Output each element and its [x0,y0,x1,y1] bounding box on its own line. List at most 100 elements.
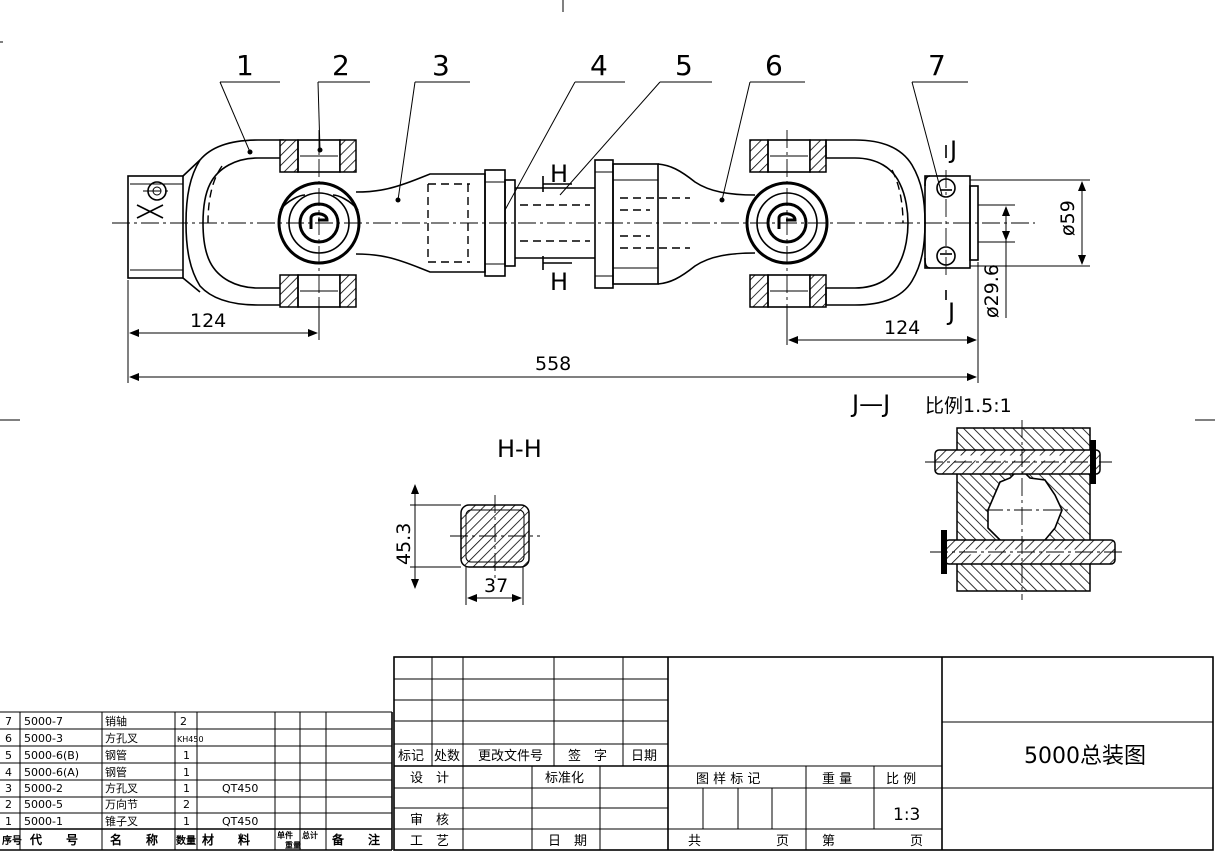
bom-row: 3 5000-2 方孔叉 1 QT450 [5,781,258,795]
bom-row: 2 5000-5 万向节 2 [5,797,190,811]
bom-no: 7 [5,715,12,728]
bom-name: 销轴 [105,714,127,728]
bom-header-total-weight: 总计 [302,830,318,840]
dim-right-124: 124 [884,317,920,339]
bom-row: 7 5000-7 销轴 2 [5,714,187,728]
tb-scale-value: 1:3 [893,805,920,825]
bom-row: 4 5000-6(A) 钢管 1 [5,765,190,779]
left-bearing-caps [279,130,357,340]
bom-qty: 2 [183,798,190,811]
right-cross [745,181,829,265]
tube-yoke-left [355,169,516,277]
tb-standardize: 标准化 [545,771,584,786]
main-dimensions: 124 124 558 ø59 ø29.6 [127,179,1090,383]
tb-sheet2: 页 [910,834,923,849]
tb-process: 工 艺 [410,834,449,849]
bom-code: 5000-1 [24,815,63,828]
bom-name: 锥子叉 [105,815,138,828]
main-assembly-view: H H [112,49,1090,383]
bom-header-name: 名 称 [110,832,158,847]
section-j-j: J—J 比例1.5:1 [850,390,1122,600]
j-section-mark: J J [945,136,957,326]
bom-header-code: 代 号 [29,832,78,847]
tb-count: 处数 [434,749,460,764]
right-flange [924,170,979,275]
left-yoke [185,139,284,306]
tube-part-4 [515,187,595,259]
bom-no: 5 [5,749,12,762]
dim-dia-29-6: ø29.6 [981,264,1003,318]
bom-code: 5000-5 [24,798,63,811]
tb-signature: 签 字 [568,748,607,764]
bom-header-weight: 重量 [285,840,301,850]
bom-qty: KH450 [177,735,204,744]
bom-row: 1 5000-1 锥子叉 1 QT450 [5,815,258,828]
bom-row: 5 5000-6(B) 钢管 1 [5,748,190,762]
tb-sample-mark: 图 样 标 记 [696,772,760,787]
bom-header-qty: 数量 [176,834,196,847]
left-cross [277,181,361,265]
bom-header-no: 序号 [2,834,22,847]
h-mark-top: H [550,160,568,188]
bom-no: 3 [5,782,12,795]
dim-dia-59: ø59 [1057,200,1079,236]
bom-material: QT450 [222,782,258,795]
tb-change-doc: 更改文件号 [478,749,543,764]
bom-header: 序号 代 号 名 称 数量 材 料 单件 总计 重量 备 注 [2,830,380,850]
title-block: 标记 处数 更改文件号 签 字 日期 设 计 标准化 图 样 标 记 重 量 比… [393,656,1214,851]
j-mark-bottom: J [946,298,955,326]
bom-qty: 1 [183,782,190,795]
tb-date2: 日 期 [548,834,587,849]
part-label-6: 6 [765,49,783,82]
bom-header-material: 材 料 [201,832,250,847]
bom-no: 2 [5,798,12,811]
part-label-2: 2 [332,49,350,82]
dim-left-124: 124 [190,310,226,332]
bom-material: QT450 [222,815,258,828]
right-yoke [825,139,926,306]
dim-hh-45-3: 45.3 [393,523,415,565]
bom-row: 6 5000-3 方孔叉 KH450 [5,731,204,745]
bom-name: 钢管 [105,765,127,779]
bom-code: 5000-7 [24,715,63,728]
tb-design: 设 计 [410,771,449,786]
bom-code: 5000-6(B) [24,749,79,762]
bom-qty: 1 [183,749,190,762]
part-leaders: 1 2 3 4 5 6 7 [219,49,968,211]
h-mark-bottom: H [550,268,568,296]
bom-no: 4 [5,766,12,779]
bom-qty: 2 [180,715,187,728]
bom-no: 6 [5,732,12,745]
bom-code: 5000-6(A) [24,766,79,779]
left-fork-hub [127,159,201,293]
part-label-7: 7 [928,49,946,82]
bom-header-unit-weight: 单件 [277,830,293,840]
tb-sheet: 页 [776,834,789,849]
tb-total: 共 [688,834,701,849]
bom-name: 万向节 [105,797,138,811]
tb-date: 日期 [631,749,657,764]
bom-col-lines [19,712,393,850]
section-h-h: H-H 45.3 37 [393,435,542,605]
bom-name: 方孔叉 [105,781,138,795]
tb-check: 审 核 [410,813,449,828]
bom-name: 方孔叉 [105,731,138,745]
tb-page-no: 第 [822,834,835,849]
right-bearing-caps [749,130,827,340]
tube-yoke-right [594,159,756,289]
tb-weight: 重 量 [822,771,852,787]
bom-table: 7 5000-7 销轴 2 6 5000-3 方孔叉 KH450 5 5000-… [0,711,393,851]
jj-scale: 比例1.5:1 [925,395,1012,417]
drawing-title: 5000总装图 [1024,744,1146,769]
tb-mark: 标记 [398,749,424,764]
part-label-5: 5 [675,49,693,82]
part-label-3: 3 [432,49,450,82]
tb-scale: 比 例 [886,772,916,787]
part-label-1: 1 [236,49,254,82]
bom-code: 5000-3 [24,732,63,745]
jj-title: J—J [850,390,890,418]
bom-qty: 1 [183,815,190,828]
hh-title: H-H [497,435,542,463]
dim-overall-558: 558 [535,353,571,375]
